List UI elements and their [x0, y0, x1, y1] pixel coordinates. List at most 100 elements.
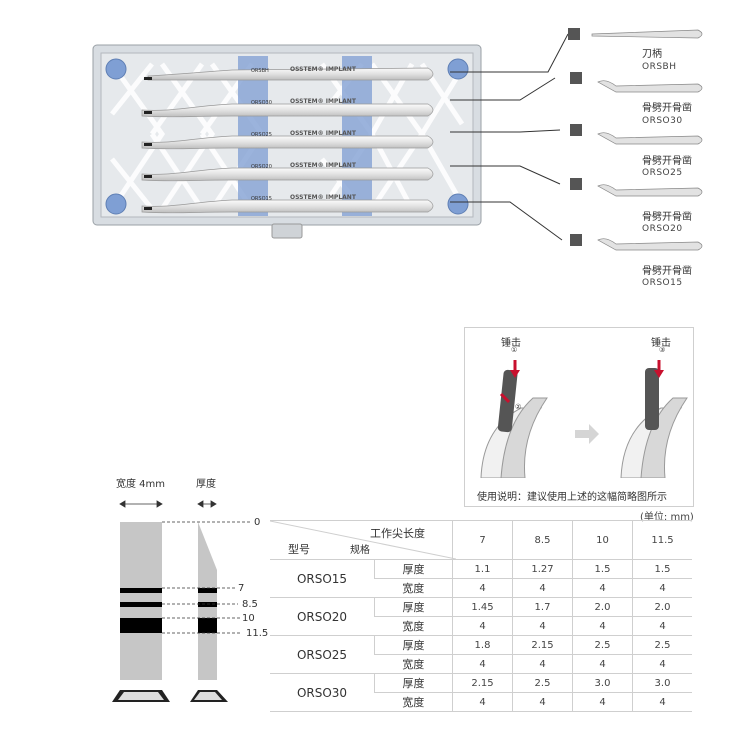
- instrument-name: 骨劈开骨凿: [642, 266, 692, 277]
- tray-brand: OSSTEM® IMPLANT: [290, 162, 356, 169]
- tray-slot-code: ORSO30: [251, 100, 272, 106]
- value-cell: 4: [572, 692, 633, 712]
- value-cell: 1.8: [452, 635, 513, 655]
- instrument-code: ORSO20: [642, 224, 683, 234]
- header-spec: 规格: [350, 545, 370, 556]
- value-cell: 4: [512, 692, 573, 712]
- tray-brand: OSSTEM® IMPLANT: [290, 66, 356, 73]
- tray-instruments: [141, 67, 434, 214]
- usage-illustration: [480, 360, 688, 479]
- table-row: ORSO15 厚度 1.1 1.27 1.5 1.5: [270, 559, 692, 598]
- value-cell: 2.0: [632, 597, 692, 617]
- value-cell: 2.15: [512, 635, 573, 655]
- prop-cell: 厚度: [374, 597, 453, 617]
- length-header: 10: [572, 520, 633, 560]
- value-cell: 2.5: [632, 635, 692, 655]
- prop-cell: 宽度: [374, 616, 453, 636]
- prop-cell: 厚度: [374, 635, 453, 655]
- header-cell: 工作尖长度 规格 型号: [270, 520, 456, 560]
- value-cell: 1.5: [632, 559, 692, 579]
- value-cell: 3.0: [572, 673, 633, 693]
- value-cell: 4: [512, 654, 573, 674]
- value-cell: 4: [452, 692, 513, 712]
- tray-slot-code: ORSBH: [251, 68, 269, 74]
- tray-brand: OSSTEM® IMPLANT: [290, 130, 356, 137]
- model-cell: ORSO20: [270, 597, 375, 636]
- usage-panel: 锤击 ① ② 锤击 ③ 使用说明：建议使用上述的这幅简略图所示: [464, 327, 694, 507]
- instrument-code: ORSBH: [642, 62, 677, 72]
- prop-cell: 厚度: [374, 673, 453, 693]
- value-cell: 1.27: [512, 559, 573, 579]
- header-model: 型号: [288, 543, 310, 556]
- value-cell: 1.5: [572, 559, 633, 579]
- table-row: ORSO30 厚度 2.15 2.5 3.0 3.0: [270, 673, 692, 712]
- table-row: 宽度 4 4 4 4: [270, 654, 692, 674]
- value-cell: 4: [572, 654, 633, 674]
- value-cell: 4: [632, 616, 692, 636]
- prop-cell: 厚度: [374, 559, 453, 579]
- tray-brand: OSSTEM® IMPLANT: [290, 194, 356, 201]
- value-cell: 2.15: [452, 673, 513, 693]
- hammer-label: 锤击: [501, 338, 521, 349]
- value-cell: 4: [452, 616, 513, 636]
- mark-11-5: 11.5: [246, 628, 269, 639]
- step-number: ③: [659, 346, 666, 354]
- value-cell: 1.45: [452, 597, 513, 617]
- tip-profile: [112, 500, 250, 702]
- value-cell: 2.5: [512, 673, 573, 693]
- tray-slot-code: ORSO25: [251, 132, 272, 138]
- value-cell: 2.0: [572, 597, 633, 617]
- table-row: 宽度 4 4 4 4: [270, 578, 692, 598]
- length-header: 11.5: [632, 520, 692, 560]
- prop-cell: 宽度: [374, 654, 453, 674]
- table-row: ORSO20 厚度 1.45 1.7 2.0 2.0: [270, 597, 692, 636]
- table-row: 宽度 4 4 4 4: [270, 692, 692, 712]
- instrument-name: 骨劈开骨凿: [642, 103, 692, 114]
- unit-label: (单位: mm): [640, 512, 694, 523]
- value-cell: 4: [632, 654, 692, 674]
- length-header: 7: [452, 520, 513, 560]
- width-label: 宽度 4mm: [116, 479, 166, 490]
- instrument-name: 刀柄: [642, 49, 662, 60]
- model-cell: ORSO15: [270, 559, 375, 598]
- prop-cell: 宽度: [374, 578, 453, 598]
- table-header-row: 工作尖长度 规格 型号 7 8.5 10 11.5: [270, 520, 692, 560]
- model-cell: ORSO25: [270, 635, 375, 674]
- tray-brand: OSSTEM® IMPLANT: [290, 98, 356, 105]
- mark-10: 10: [242, 613, 255, 624]
- table-row: ORSO25 厚度 1.8 2.15 2.5 2.5: [270, 635, 692, 674]
- instrument-name: 骨劈开骨凿: [642, 212, 692, 223]
- tray-graphic: [92, 44, 482, 239]
- value-cell: 4: [512, 578, 573, 598]
- value-cell: 1.1: [452, 559, 513, 579]
- header-work-length: 工作尖长度: [370, 527, 425, 540]
- value-cell: 4: [452, 654, 513, 674]
- model-cell: ORSO30: [270, 673, 375, 712]
- value-cell: 2.5: [572, 635, 633, 655]
- value-cell: 4: [512, 616, 573, 636]
- mark-0: 0: [254, 517, 261, 528]
- value-cell: 3.0: [632, 673, 692, 693]
- instrument-callouts: [450, 28, 703, 251]
- value-cell: 1.7: [512, 597, 573, 617]
- instrument-code: ORSO25: [642, 168, 683, 178]
- value-cell: 4: [632, 578, 692, 598]
- spec-table: 工作尖长度 规格 型号 7 8.5 10 11.5 ORSO15 厚度 1.1 …: [270, 520, 692, 712]
- thickness-label: 厚度: [196, 479, 216, 490]
- usage-caption: 使用说明：建议使用上述的这幅简略图所示: [477, 492, 667, 503]
- value-cell: 4: [632, 692, 692, 712]
- mark-8-5: 8.5: [242, 599, 258, 610]
- value-cell: 4: [572, 616, 633, 636]
- instrument-name: 骨劈开骨凿: [642, 156, 692, 167]
- tray-slot-code: ORSO15: [251, 196, 272, 202]
- instrument-code: ORSO30: [642, 116, 683, 126]
- instrument-code: ORSO15: [642, 278, 683, 288]
- instrument-tray: [92, 44, 482, 239]
- mark-7: 7: [238, 583, 245, 594]
- length-header: 8.5: [512, 520, 573, 560]
- step-number: ①: [511, 346, 518, 354]
- value-cell: 4: [452, 578, 513, 598]
- prop-cell: 宽度: [374, 692, 453, 712]
- tray-slot-code: ORSO20: [251, 164, 272, 170]
- hammer-label: 锤击: [651, 338, 671, 349]
